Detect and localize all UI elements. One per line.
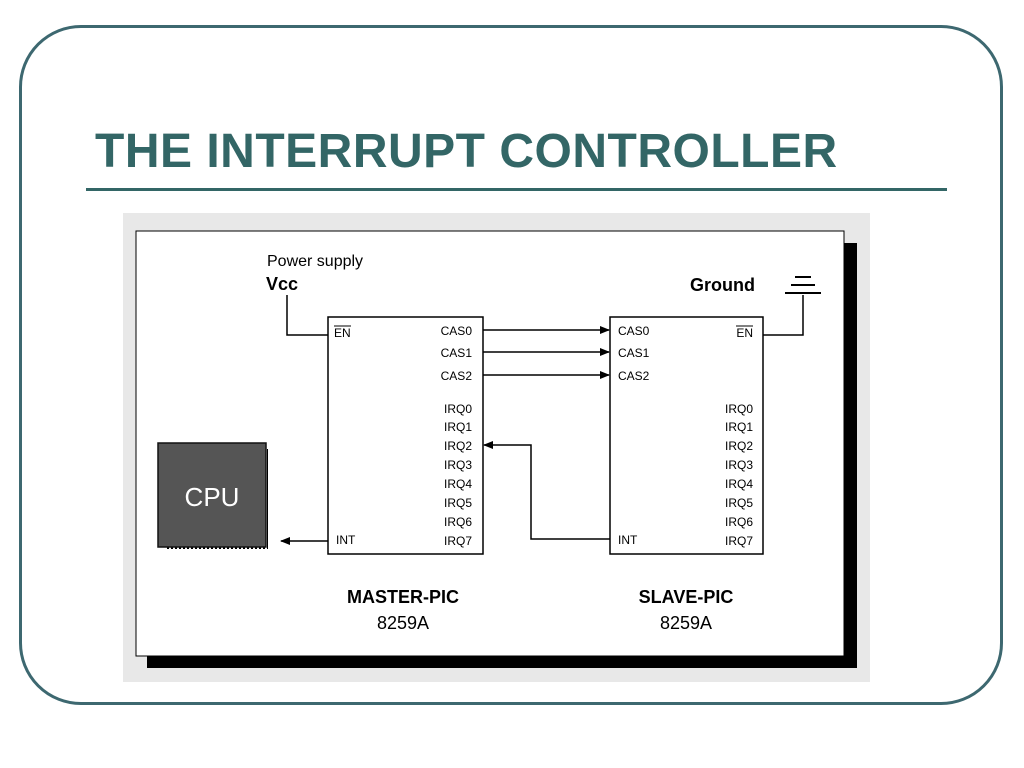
master-irq-pin: IRQ1 bbox=[444, 420, 472, 434]
cpu-chip: CPU bbox=[157, 442, 268, 549]
master-cas-pin: CAS1 bbox=[441, 346, 473, 360]
slave-irq-pin: IRQ1 bbox=[725, 420, 753, 434]
slave-irq-pin: IRQ4 bbox=[725, 477, 753, 491]
slave-int-to-irq2-arrow bbox=[483, 441, 610, 540]
ground-icon bbox=[785, 276, 821, 294]
slave-en-label: EN bbox=[736, 326, 753, 340]
slave-pic-box bbox=[609, 316, 764, 555]
slave-irq-pin: IRQ2 bbox=[725, 439, 753, 453]
master-irq-pin: IRQ3 bbox=[444, 458, 472, 472]
slave-irq-pin: IRQ0 bbox=[725, 402, 753, 416]
title-underline bbox=[86, 188, 947, 191]
master-irq-pin: IRQ6 bbox=[444, 515, 472, 529]
slave-cas-pin: CAS1 bbox=[618, 346, 650, 360]
vcc-label: Vcc bbox=[266, 274, 298, 294]
master-en-label: EN bbox=[334, 326, 351, 340]
master-pic-name: MASTER-PIC bbox=[347, 587, 459, 607]
slide-title: THE INTERRUPT CONTROLLER bbox=[95, 125, 838, 178]
master-pic-box bbox=[327, 316, 484, 555]
interrupt-controller-diagram: Power supply Vcc Ground CPU EN CAS0 CAS1… bbox=[135, 230, 857, 668]
slave-pic-model: 8259A bbox=[660, 613, 712, 633]
master-int-label: INT bbox=[336, 533, 356, 547]
master-cas-pin: CAS2 bbox=[441, 369, 473, 383]
slave-cas-pin: CAS2 bbox=[618, 369, 650, 383]
diagram-panel: Power supply Vcc Ground CPU EN CAS0 CAS1… bbox=[123, 213, 870, 682]
master-pic-model: 8259A bbox=[377, 613, 429, 633]
cas-bus-arrows bbox=[483, 326, 610, 379]
master-irq-pin: IRQ4 bbox=[444, 477, 472, 491]
slave-cas-pins: CAS0 CAS1 CAS2 bbox=[618, 324, 650, 383]
slave-int-label: INT bbox=[618, 533, 638, 547]
cpu-label: CPU bbox=[185, 482, 240, 512]
master-irq-pin: IRQ0 bbox=[444, 402, 472, 416]
ground-wire bbox=[763, 295, 804, 336]
master-cas-pin: CAS0 bbox=[441, 324, 473, 338]
master-irq-pin: IRQ5 bbox=[444, 496, 472, 510]
slave-irq-pin: IRQ3 bbox=[725, 458, 753, 472]
slave-irq-pin: IRQ5 bbox=[725, 496, 753, 510]
power-supply-label: Power supply bbox=[267, 253, 363, 270]
master-irq-pins: IRQ0 IRQ1 IRQ2 IRQ3 IRQ4 IRQ5 IRQ6 IRQ7 bbox=[444, 402, 472, 548]
master-irq-pin: IRQ7 bbox=[444, 534, 472, 548]
slide-frame bbox=[19, 25, 1003, 705]
master-cas-pins: CAS0 CAS1 CAS2 bbox=[441, 324, 473, 383]
slave-irq-pin: IRQ6 bbox=[725, 515, 753, 529]
slave-cas-pin: CAS0 bbox=[618, 324, 650, 338]
slave-pic-name: SLAVE-PIC bbox=[639, 587, 734, 607]
slave-irq-pin: IRQ7 bbox=[725, 534, 753, 548]
ground-label: Ground bbox=[690, 275, 755, 295]
slave-irq-pins: IRQ0 IRQ1 IRQ2 IRQ3 IRQ4 IRQ5 IRQ6 IRQ7 bbox=[725, 402, 753, 548]
master-irq-pin: IRQ2 bbox=[444, 439, 472, 453]
vcc-wire bbox=[286, 295, 328, 336]
